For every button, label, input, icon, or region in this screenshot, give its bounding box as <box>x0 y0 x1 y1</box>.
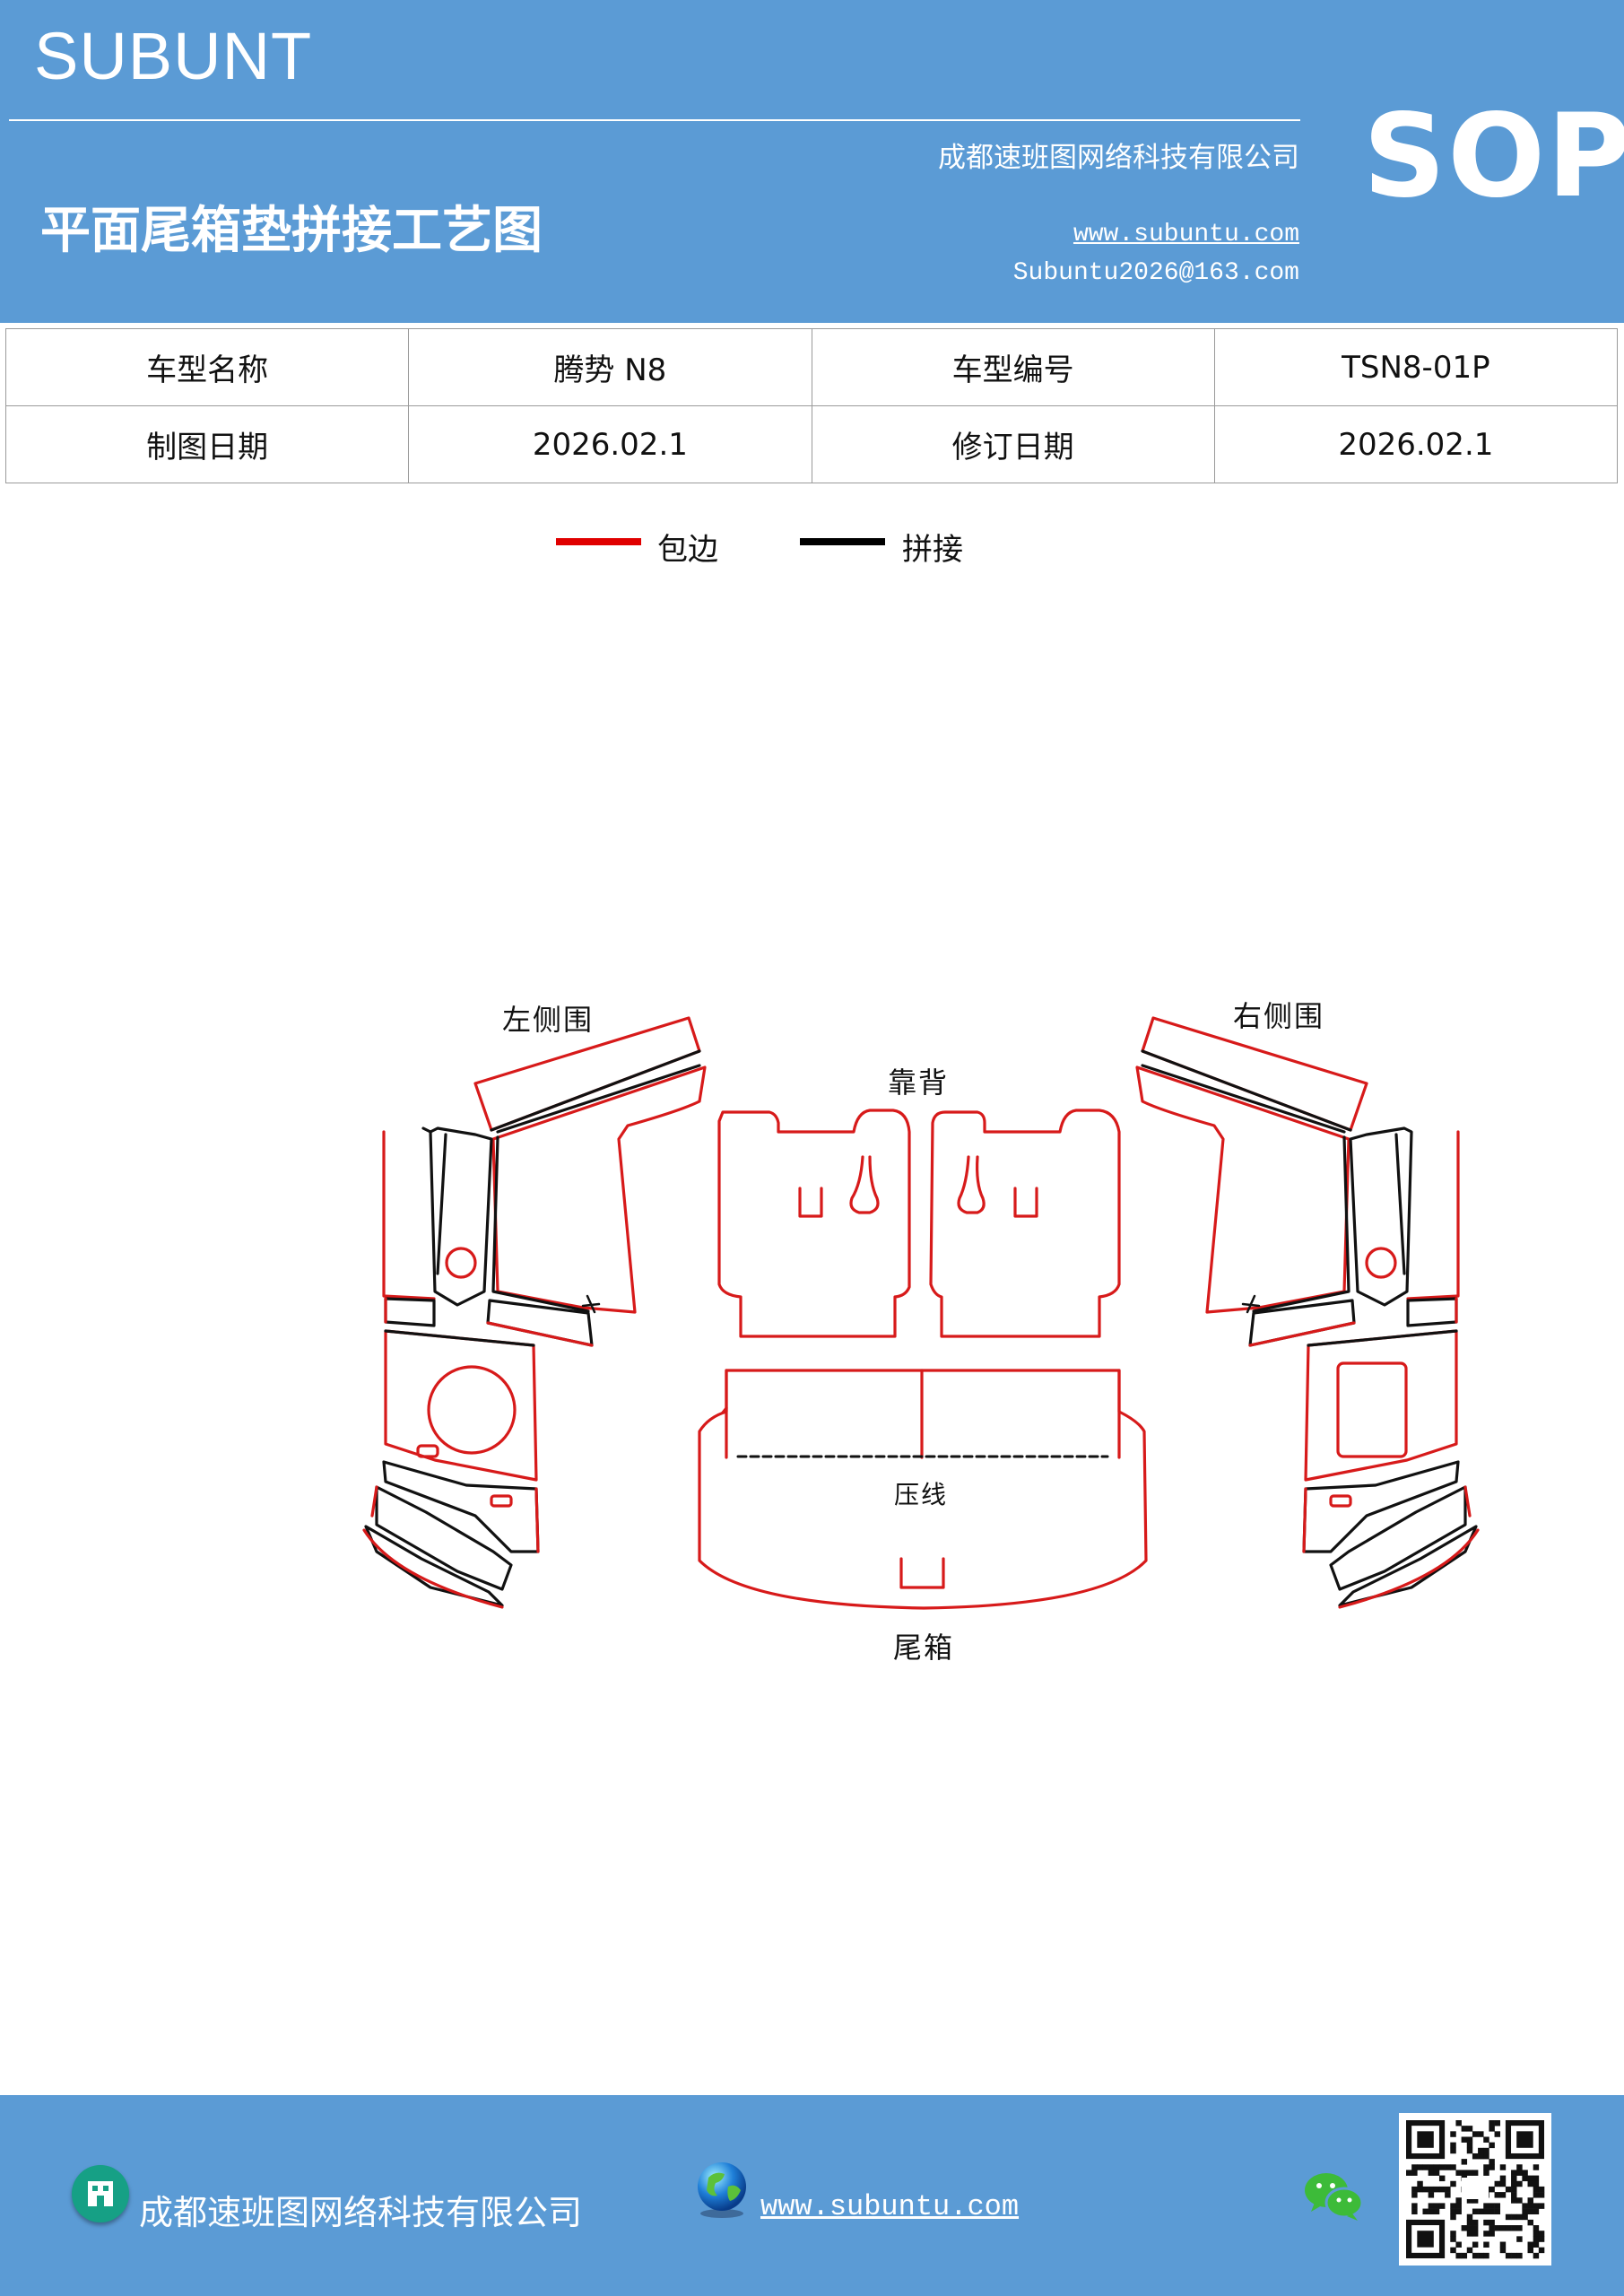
table-cell: 车型编号 <box>811 328 1215 406</box>
globe-icon <box>692 2160 751 2219</box>
sop-badge: SOP <box>1363 90 1624 223</box>
brand-name: SUBUNT <box>34 19 313 93</box>
label-left-side: 左侧围 <box>502 1003 595 1037</box>
trunk-mat-diagram <box>362 1016 1480 1610</box>
email-address: Subuntu2026@163.com <box>1012 259 1299 287</box>
label-trunk: 尾箱 <box>893 1631 955 1665</box>
label-right-side: 右侧围 <box>1233 999 1325 1033</box>
table-row: 车型名称 腾势 N8 车型编号 TSN8-01P <box>4 328 1619 406</box>
table-cell: TSN8-01P <box>1213 328 1619 406</box>
label-backrest: 靠背 <box>888 1065 950 1100</box>
footer-website-link[interactable]: www.subuntu.com <box>760 2190 1020 2223</box>
legend-swatch-edge <box>556 538 641 545</box>
table-row: 制图日期 2026.02.1 修订日期 2026.02.1 <box>4 405 1619 483</box>
building-icon <box>72 2165 129 2222</box>
table-cell: 腾势 N8 <box>408 328 812 406</box>
wechat-icon <box>1302 2169 1365 2222</box>
table-cell: 车型名称 <box>4 328 410 406</box>
info-table: 车型名称 腾势 N8 车型编号 TSN8-01P 制图日期 2026.02.1 … <box>4 328 1619 483</box>
legend-label-edge: 包边 <box>657 532 718 568</box>
table-cell: 2026.02.1 <box>1213 405 1619 483</box>
backrest-panels <box>717 1109 1121 1338</box>
header-banner: SUBUNT 成都速班图网络科技有限公司 平面尾箱垫拼接工艺图 www.subu… <box>0 0 1624 323</box>
legend-label-seam: 拼接 <box>902 532 963 568</box>
footer-banner: 成都速班图网络科技有限公司 www.subuntu.com <box>0 2095 1624 2296</box>
document-title: 平面尾箱垫拼接工艺图 <box>40 201 543 260</box>
right-side-panel <box>1135 1016 1480 1609</box>
header-divider <box>9 119 1300 121</box>
website-link[interactable]: www.subuntu.com <box>1073 221 1299 248</box>
trunk-panel <box>698 1369 1148 1610</box>
qr-code <box>1399 2113 1551 2266</box>
company-name: 成都速班图网络科技有限公司 <box>938 142 1299 174</box>
footer-company-name: 成都速班图网络科技有限公司 <box>139 2193 583 2232</box>
left-side-panel <box>362 1016 707 1609</box>
label-press-line: 压线 <box>894 1480 949 1509</box>
table-cell: 修订日期 <box>811 405 1215 483</box>
table-cell: 制图日期 <box>4 405 410 483</box>
legend-swatch-seam <box>800 538 885 545</box>
table-cell: 2026.02.1 <box>408 405 812 483</box>
